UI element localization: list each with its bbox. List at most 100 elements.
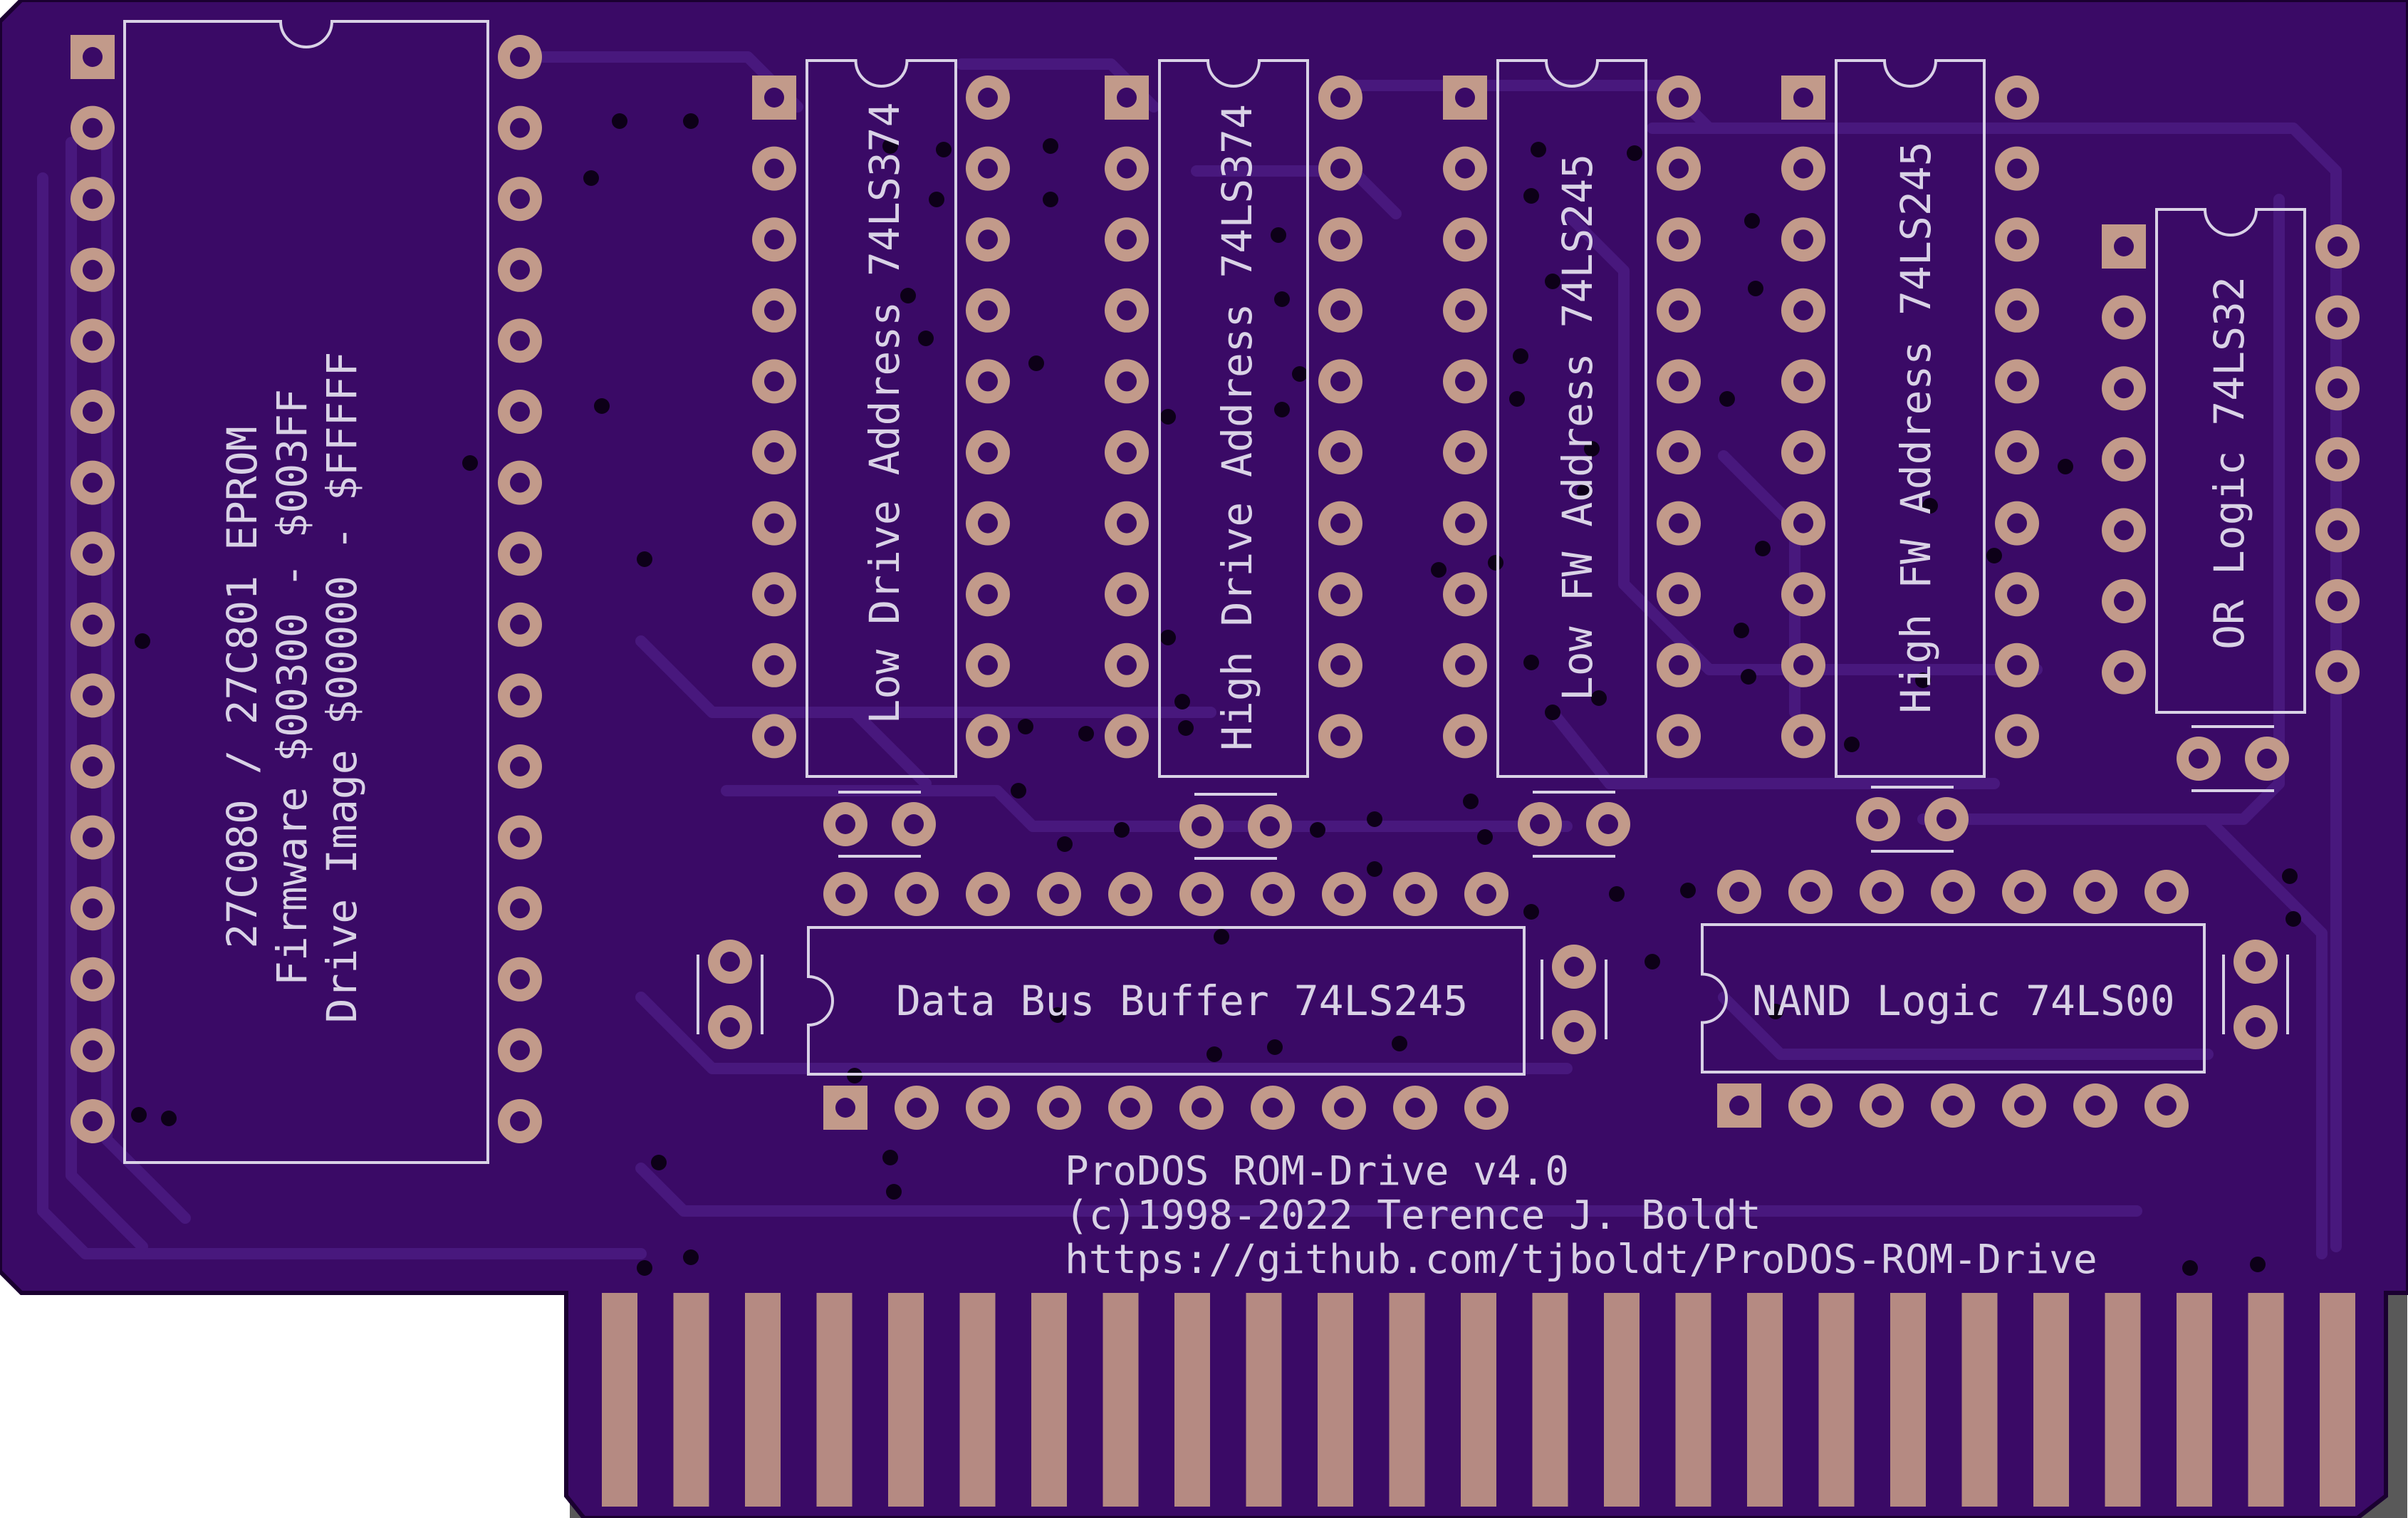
edge-connector-finger — [602, 1293, 637, 1507]
pad-hole — [978, 229, 998, 250]
pad-hole — [83, 1040, 103, 1061]
edge-connector-finger — [1389, 1293, 1425, 1507]
pad-hole — [83, 898, 103, 919]
pad-hole — [83, 827, 103, 848]
via — [683, 113, 699, 129]
pad-hole — [1049, 1098, 1069, 1118]
pad-hole — [1455, 371, 1475, 392]
via — [1431, 562, 1447, 578]
edge-connector-finger — [1747, 1293, 1783, 1507]
pad-hole — [2189, 749, 2209, 769]
pad-hole — [1669, 584, 1689, 605]
pad-hole — [764, 88, 784, 108]
pad-hole — [1455, 513, 1475, 534]
via — [1719, 391, 1735, 407]
ic-outline — [2155, 208, 2306, 714]
via — [161, 1111, 177, 1126]
pad-hole — [83, 544, 103, 564]
ic-outline — [123, 20, 489, 1164]
credits-title: ProDOS ROM-Drive v4.0 — [1065, 1148, 1569, 1195]
via — [900, 288, 916, 303]
via — [1609, 886, 1625, 902]
via — [1114, 822, 1130, 838]
pad-hole — [1793, 655, 1813, 675]
pad-hole — [510, 969, 530, 989]
eprom-line-2: Firmware $00300 - $003FF — [268, 389, 316, 986]
pad-hole — [764, 655, 784, 675]
pad-hole — [907, 884, 927, 904]
edge-connector-finger — [673, 1293, 709, 1507]
pad-hole — [510, 544, 530, 564]
pad-hole — [2114, 591, 2134, 611]
via — [1463, 794, 1479, 809]
pad-hole — [1729, 1096, 1749, 1116]
pad-hole — [1192, 816, 1211, 836]
pad-hole — [510, 402, 530, 422]
edge-connector-finger — [1675, 1293, 1711, 1507]
pad-hole — [1598, 814, 1618, 834]
pad-hole — [510, 259, 530, 280]
pad-hole — [1476, 1098, 1496, 1118]
pad-hole — [907, 1098, 927, 1118]
pad-hole — [1330, 726, 1350, 747]
pad-hole — [1729, 882, 1749, 902]
pad-hole — [1049, 884, 1069, 904]
via — [1545, 274, 1560, 289]
pad-hole — [1455, 442, 1475, 462]
pad-hole — [2114, 449, 2134, 469]
pad-hole — [2014, 1096, 2034, 1116]
nand-logic-label: NAND Logic 74LS00 — [1752, 977, 2175, 1025]
pad-hole — [1872, 1096, 1892, 1116]
pad-hole — [510, 331, 530, 351]
ic-outline — [806, 59, 957, 778]
pad-hole — [2007, 158, 2027, 179]
via — [882, 1150, 898, 1165]
pad-hole — [2007, 513, 2027, 534]
via — [1274, 291, 1290, 307]
edge-connector-finger — [1031, 1293, 1067, 1507]
pad-hole — [1117, 229, 1137, 250]
pad-hole — [978, 158, 998, 179]
pad-hole — [2328, 307, 2347, 328]
pad-hole — [1330, 300, 1350, 321]
pad-hole — [510, 1111, 530, 1131]
pad-hole — [2328, 449, 2347, 469]
pad-hole — [1117, 513, 1137, 534]
via — [1043, 138, 1058, 154]
pad-hole — [764, 584, 784, 605]
pad-hole — [1117, 584, 1137, 605]
pad-hole — [978, 584, 998, 605]
pad-hole — [510, 118, 530, 138]
via — [1011, 783, 1026, 799]
via — [2285, 911, 2301, 927]
via — [1057, 836, 1073, 852]
pad-hole — [764, 513, 784, 534]
via — [1584, 441, 1600, 457]
via — [2282, 868, 2298, 884]
pad-hole — [83, 331, 103, 351]
pad-hole — [2157, 882, 2177, 902]
pad-hole — [2007, 88, 2027, 108]
pad-hole — [1793, 158, 1813, 179]
pad-hole — [510, 1040, 530, 1061]
pad-hole — [1455, 726, 1475, 747]
pad-hole — [1192, 1098, 1211, 1118]
pad-hole — [1943, 882, 1963, 902]
pad-hole — [1330, 88, 1350, 108]
via — [637, 1260, 652, 1276]
pad-hole — [1793, 513, 1813, 534]
pad-hole — [1793, 229, 1813, 250]
pad-hole — [1330, 371, 1350, 392]
pad-hole — [1868, 809, 1888, 829]
pad-hole — [1793, 442, 1813, 462]
pad-hole — [1793, 300, 1813, 321]
ic-outline — [807, 926, 1526, 1076]
pad-hole — [1669, 229, 1689, 250]
edge-connector-fingers — [602, 1293, 2355, 1507]
pad-hole — [2114, 520, 2134, 541]
pad-hole — [510, 472, 530, 493]
pad-hole — [978, 513, 998, 534]
edge-connector-finger — [2033, 1293, 2069, 1507]
ic-outline — [1701, 923, 2206, 1073]
via — [1310, 822, 1325, 838]
